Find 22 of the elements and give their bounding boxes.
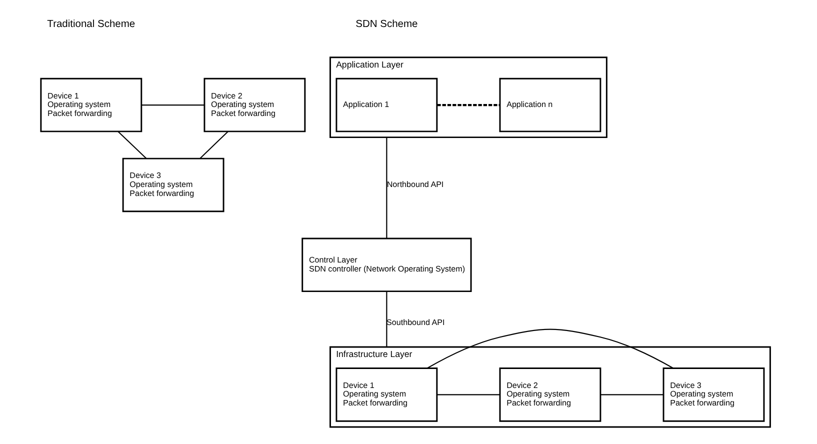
node-box: Device 1 Operating system Packet forwarding	[40, 78, 142, 132]
connector	[142, 104, 204, 106]
node-box: Device 3 Operating system Packet forwarding	[122, 158, 224, 212]
edge-label: Northbound API	[386, 180, 444, 190]
node-box: Device 2 Operating system Packet forwarding	[499, 368, 602, 422]
node-box: Device 1 Operating system Packet forwarding	[336, 368, 438, 422]
connector	[437, 104, 500, 106]
connector	[200, 131, 228, 159]
connector	[118, 131, 147, 159]
connector	[600, 394, 664, 396]
connector	[386, 292, 388, 348]
node-box: Control Layer SDN controller (Network Operating System)	[302, 238, 472, 292]
connector	[386, 137, 388, 238]
node-box: Application n	[499, 78, 602, 132]
connector	[426, 328, 674, 369]
label: SDN Scheme	[356, 19, 418, 30]
connector	[437, 394, 500, 396]
node-box: Device 3 Operating system Packet forwarding	[662, 368, 765, 422]
node-box: Device 2 Operating system Packet forwarding	[204, 78, 306, 132]
edge-label: Southbound API	[386, 318, 445, 327]
node-box: Application 1	[336, 78, 438, 132]
label: Traditional Scheme	[47, 19, 136, 30]
